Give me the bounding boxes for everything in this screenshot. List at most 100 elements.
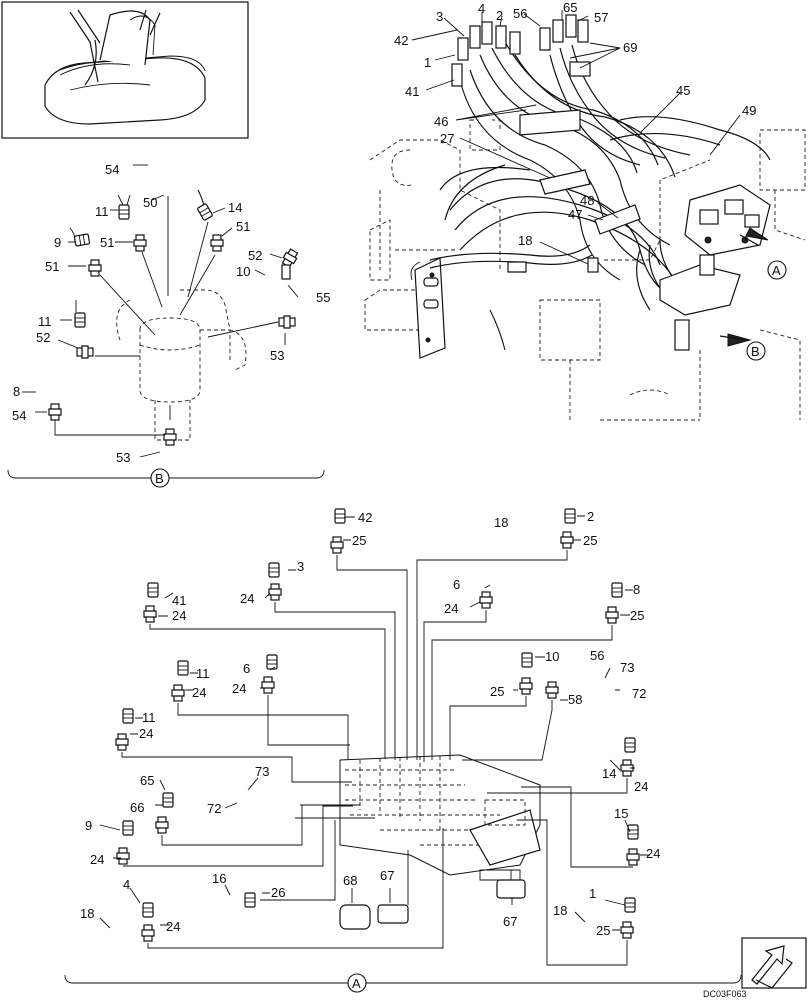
callout-8: 8	[633, 582, 640, 597]
callout-53: 53	[270, 348, 284, 363]
callout-2: 2	[587, 509, 594, 524]
callout-10: 10	[545, 649, 559, 664]
callout-24: 24	[444, 601, 458, 616]
callout-56: 56	[590, 648, 604, 663]
callout-26: 26	[271, 885, 285, 900]
callout-47: 47	[568, 207, 582, 222]
callout-18: 18	[494, 515, 508, 530]
panel-a-routing-lines	[121, 550, 633, 966]
bracket-b	[7, 468, 325, 488]
clamps	[519, 109, 641, 235]
panel-a-labels: 42 25 18 2 25 3 24 6 24 8 25 41 24 11 24…	[80, 509, 660, 991]
callout-18: 18	[518, 233, 532, 248]
callout-73: 73	[620, 660, 634, 675]
callout-68: 68	[343, 873, 357, 888]
callout-24: 24	[232, 681, 246, 696]
callout-51: 51	[236, 219, 250, 234]
callout-25: 25	[583, 533, 597, 548]
callout-41: 41	[172, 593, 186, 608]
engine-labels: 3 4 2 56 65 57 42 69 1 41 45 49 46 27 48…	[394, 0, 781, 359]
callout-25: 25	[352, 533, 366, 548]
callout-49: 49	[742, 103, 756, 118]
callout-25: 25	[490, 684, 504, 699]
view-arrow-a: A	[772, 263, 781, 278]
callout-25: 25	[630, 608, 644, 623]
callout-45: 45	[676, 83, 690, 98]
callout-11: 11	[95, 204, 109, 219]
callout-58: 58	[568, 692, 582, 707]
callout-55: 55	[316, 290, 330, 305]
callout-24: 24	[90, 852, 104, 867]
callout-4: 4	[123, 877, 130, 892]
callout-54: 54	[12, 408, 26, 423]
callout-1: 1	[424, 55, 431, 70]
callout-25: 25	[596, 923, 610, 938]
callout-24: 24	[192, 685, 206, 700]
callout-11: 11	[196, 666, 210, 681]
callout-6: 6	[243, 661, 250, 676]
hose-ends-top	[451, 14, 591, 87]
callout-41: 41	[405, 84, 419, 99]
callout-24: 24	[139, 726, 153, 741]
control-valve	[659, 184, 771, 351]
callout-52: 52	[36, 330, 50, 345]
callout-73: 73	[255, 764, 269, 779]
callout-9: 9	[54, 235, 61, 250]
callout-57: 57	[594, 10, 608, 25]
callout-66: 66	[130, 800, 144, 815]
callout-42: 42	[358, 510, 372, 525]
main-valve-body	[339, 754, 541, 881]
orientation-icon	[741, 937, 807, 989]
bracket-a	[64, 973, 742, 993]
callout-46: 46	[434, 114, 448, 129]
callout-24: 24	[166, 919, 180, 934]
callout-72: 72	[632, 686, 646, 701]
panel-b-labels: 54 50 14 11 51 9 51 51 52 10 55 11 52 53…	[12, 162, 330, 486]
panel-a-leaders	[99, 515, 650, 931]
view-arrows	[719, 227, 787, 361]
callout-16: 16	[212, 871, 226, 886]
callout-18: 18	[80, 906, 94, 921]
small-fitting-18	[507, 257, 599, 273]
callout-69: 69	[623, 40, 637, 55]
callout-24: 24	[172, 608, 186, 623]
callout-2: 2	[496, 8, 503, 23]
callout-54: 54	[105, 162, 119, 177]
mounting-plate	[410, 257, 446, 359]
callout-11: 11	[38, 314, 52, 329]
callout-52: 52	[248, 248, 262, 263]
callout-65: 65	[563, 0, 577, 15]
engine-leaders	[411, 10, 741, 265]
callout-42: 42	[394, 33, 408, 48]
callout-3: 3	[436, 9, 443, 24]
operator-cab-inset	[1, 1, 249, 139]
callout-15: 15	[614, 806, 628, 821]
drawing-code: DC03F063	[703, 989, 747, 999]
callout-4: 4	[478, 1, 485, 16]
section-letter-b: B	[155, 471, 164, 486]
callout-67: 67	[380, 868, 394, 883]
callout-72: 72	[207, 801, 221, 816]
callout-1: 1	[589, 886, 596, 901]
view-arrow-b: B	[751, 344, 760, 359]
callout-53: 53	[116, 450, 130, 465]
section-letter-a: A	[352, 976, 361, 991]
callout-51: 51	[45, 259, 59, 274]
callout-24: 24	[646, 846, 660, 861]
callout-24: 24	[240, 591, 254, 606]
callout-50: 50	[143, 195, 157, 210]
callout-24: 24	[634, 779, 648, 794]
panel-b-leaders	[22, 164, 299, 458]
callout-11: 11	[142, 710, 156, 725]
callout-18: 18	[553, 903, 567, 918]
callout-10: 10	[236, 264, 250, 279]
callout-6: 6	[453, 577, 460, 592]
panel-a-hoses	[87, 508, 640, 942]
callout-48: 48	[580, 193, 594, 208]
callout-8: 8	[13, 384, 20, 399]
callout-65: 65	[140, 773, 154, 788]
callout-14: 14	[602, 766, 616, 781]
callout-3: 3	[297, 559, 304, 574]
callout-67: 67	[503, 914, 517, 929]
